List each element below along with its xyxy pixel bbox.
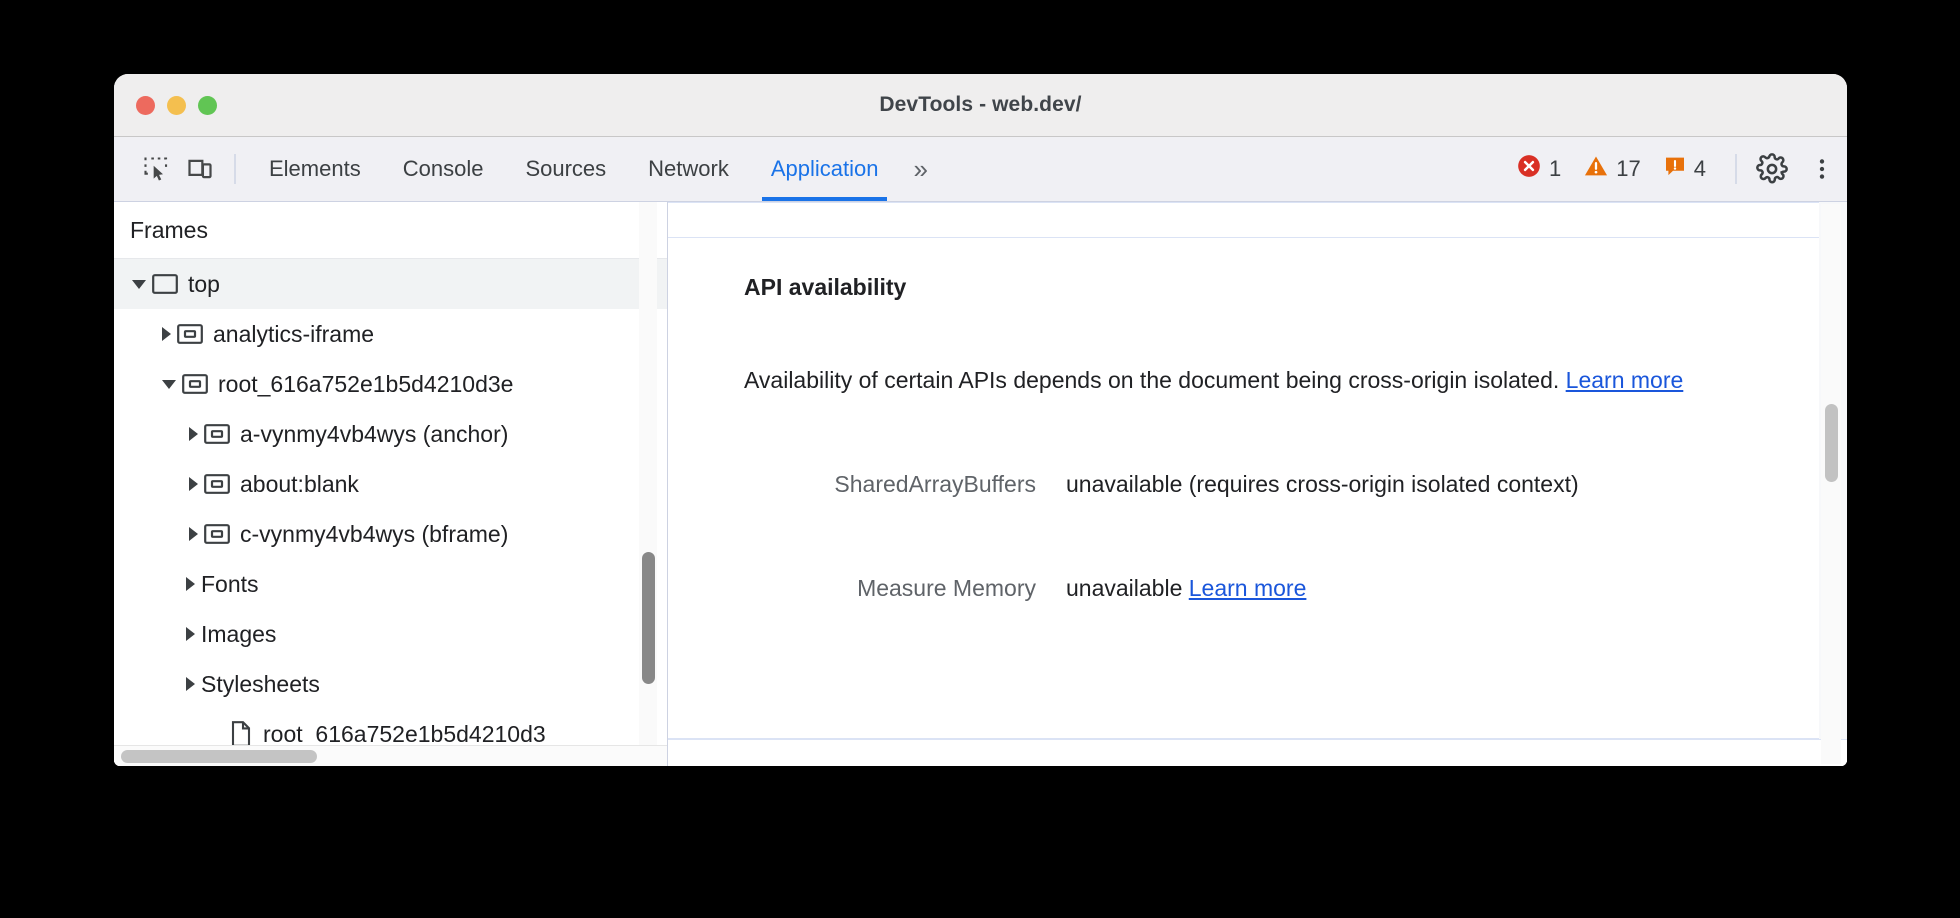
- frame-tree-row-label: a-vynmy4vb4wys (anchor): [240, 420, 509, 447]
- row-value: unavailable (requires cross-origin isola…: [1036, 449, 1579, 519]
- inspect-element-icon[interactable]: [134, 147, 178, 191]
- twisty-expanded-icon[interactable]: [132, 279, 146, 289]
- frame-details-scroll: API availability Availability of certain…: [668, 202, 1847, 739]
- row-shared-array-buffers: SharedArrayBuffers unavailable (requires…: [744, 449, 1779, 519]
- iframe-icon: [182, 374, 208, 394]
- window-title: DevTools - web.dev/: [879, 93, 1082, 116]
- tab-network[interactable]: Network: [648, 156, 729, 181]
- frame-tree-row[interactable]: a-vynmy4vb4wys (anchor): [114, 409, 667, 459]
- issue-icon: [1663, 154, 1687, 184]
- more-tabs-chevron-icon[interactable]: »: [913, 153, 927, 184]
- error-icon: [1516, 153, 1542, 185]
- main-vertical-scrollbar-thumb[interactable]: [1825, 404, 1838, 482]
- warning-badge[interactable]: 17: [1572, 153, 1651, 185]
- status-badges: 1 17: [1505, 153, 1717, 185]
- frame-tree-row[interactable]: Stylesheets: [114, 659, 667, 709]
- device-toolbar-icon[interactable]: [178, 147, 222, 191]
- frame-tree-row[interactable]: top: [114, 259, 667, 309]
- warning-count: 17: [1616, 156, 1641, 181]
- tab-elements[interactable]: Elements: [269, 156, 361, 181]
- frame-tree-row[interactable]: root_616a752e1b5d4210d3: [114, 709, 667, 759]
- frame-tree-row-label: Images: [201, 620, 277, 647]
- sidebar-vertical-scrollbar-thumb[interactable]: [642, 552, 655, 684]
- issue-count: 4: [1693, 156, 1706, 181]
- tab-console[interactable]: Console: [402, 156, 484, 181]
- iframe-icon: [204, 424, 230, 444]
- description-text: Availability of certain APIs depends on …: [744, 367, 1566, 393]
- frames-tree[interactable]: top analytics-iframe root_616a752e1b5d4210…: [114, 259, 667, 766]
- main-vertical-scrollbar[interactable]: [1821, 204, 1841, 764]
- sidebar-vertical-scrollbar[interactable]: [639, 202, 657, 766]
- gear-icon[interactable]: [1747, 144, 1797, 194]
- tab-application[interactable]: Application: [750, 137, 900, 201]
- document-icon: [229, 721, 253, 747]
- row-label: Measure Memory: [857, 575, 1036, 601]
- twisty-collapsed-icon[interactable]: [189, 527, 198, 541]
- error-count: 1: [1549, 156, 1562, 181]
- devtools-body: Frames top analytics-iframe root_616a752e1…: [114, 202, 1847, 766]
- frame-tree-row[interactable]: root_616a752e1b5d4210d3e: [114, 359, 667, 409]
- frame-tree-row[interactable]: about:blank: [114, 459, 667, 509]
- row-value-text: unavailable: [1066, 471, 1183, 497]
- twisty-collapsed-icon[interactable]: [162, 327, 171, 341]
- section-divider-strip: [668, 203, 1819, 238]
- warning-icon: [1583, 153, 1609, 185]
- twisty-collapsed-icon[interactable]: [189, 477, 198, 491]
- application-sidebar: Frames top analytics-iframe root_616a752e1…: [114, 202, 668, 766]
- close-window-icon[interactable]: [136, 95, 155, 115]
- learn-more-link-measure-memory[interactable]: Learn more: [1188, 575, 1307, 601]
- panel-bottom-strip: [668, 739, 1847, 766]
- twisty-collapsed-icon[interactable]: [186, 627, 195, 641]
- frame-tree-row-label: root_616a752e1b5d4210d3: [263, 720, 546, 747]
- frame-icon: [152, 274, 178, 294]
- issue-badge[interactable]: 4: [1652, 154, 1717, 184]
- kebab-menu-icon[interactable]: [1797, 144, 1847, 194]
- panel-tabs: Elements Console Sources Network Applica…: [248, 137, 940, 201]
- traffic-light-group: [136, 95, 217, 115]
- minimize-window-icon[interactable]: [167, 95, 186, 115]
- frame-tree-row[interactable]: analytics-iframe: [114, 309, 667, 359]
- row-note: (requires cross-origin isolated context): [1188, 471, 1579, 497]
- frame-tree-row-label: top: [188, 270, 220, 297]
- zoom-window-icon[interactable]: [198, 95, 217, 115]
- frame-details-panel: API availability Availability of certain…: [668, 202, 1847, 766]
- toolbar-divider: [234, 154, 236, 184]
- sidebar-horizontal-scrollbar[interactable]: [114, 745, 667, 766]
- frame-tree-row[interactable]: Images: [114, 609, 667, 659]
- frame-tree-row-label: c-vynmy4vb4wys (bframe): [240, 520, 509, 547]
- iframe-icon: [204, 524, 230, 544]
- twisty-expanded-icon[interactable]: [162, 379, 176, 389]
- window-titlebar: DevTools - web.dev/: [114, 74, 1847, 137]
- frame-tree-row-label: analytics-iframe: [213, 320, 375, 347]
- frame-tree-row-label: Fonts: [201, 570, 259, 597]
- sidebar-header-frames: Frames: [114, 202, 667, 259]
- twisty-collapsed-icon[interactable]: [189, 427, 198, 441]
- tab-sources[interactable]: Sources: [525, 156, 607, 181]
- report-card: API availability Availability of certain…: [668, 202, 1819, 739]
- frame-tree-row-label: root_616a752e1b5d4210d3e: [218, 370, 514, 397]
- toolbar-divider-2: [1735, 154, 1737, 184]
- devtools-toolbar: Elements Console Sources Network Applica…: [114, 137, 1847, 202]
- row-value: unavailable Learn more: [1036, 553, 1306, 623]
- frame-tree-row-label: about:blank: [240, 470, 359, 497]
- api-availability-section: API availability Availability of certain…: [668, 238, 1819, 623]
- iframe-icon: [204, 474, 230, 494]
- frame-tree-row[interactable]: Fonts: [114, 559, 667, 609]
- row-measure-memory: Measure Memory unavailable Learn more: [744, 553, 1779, 623]
- error-badge[interactable]: 1: [1505, 153, 1572, 185]
- devtools-window: DevTools - web.dev/ Elements Conso: [114, 74, 1847, 766]
- row-label: SharedArrayBuffers: [834, 471, 1036, 497]
- iframe-icon: [177, 324, 203, 344]
- sidebar-horizontal-scrollbar-thumb[interactable]: [121, 750, 317, 763]
- section-title: API availability: [744, 274, 907, 300]
- api-availability-description: Availability of certain APIs depends on …: [744, 345, 1714, 415]
- twisty-collapsed-icon[interactable]: [186, 577, 195, 591]
- learn-more-link-intro[interactable]: Learn more: [1565, 367, 1684, 393]
- row-value-text: unavailable: [1066, 575, 1183, 601]
- twisty-collapsed-icon[interactable]: [186, 677, 195, 691]
- frame-tree-row[interactable]: c-vynmy4vb4wys (bframe): [114, 509, 667, 559]
- frame-tree-row-label: Stylesheets: [201, 670, 320, 697]
